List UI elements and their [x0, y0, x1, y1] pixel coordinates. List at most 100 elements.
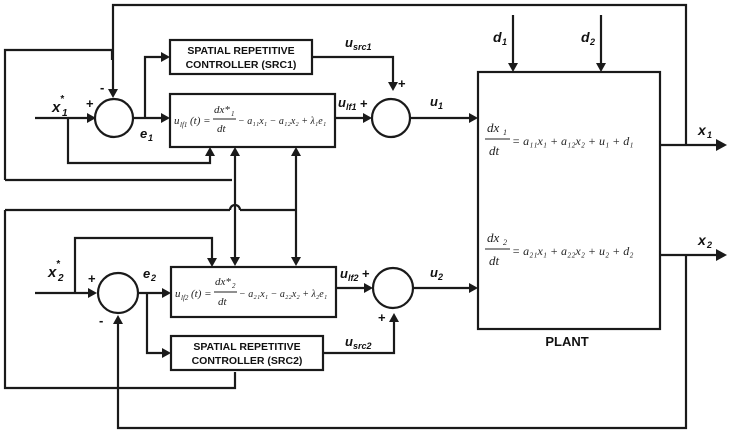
arrow-x1ref-to-ctrl1: [205, 147, 215, 156]
svg-text:1: 1: [707, 130, 712, 140]
src2-line1: SPATIAL REPETITIVE: [193, 341, 300, 353]
sum4-plus-bottom: +: [378, 310, 386, 325]
e2-to-src2-line: [145, 293, 166, 355]
svg-text:(t) =: (t) =: [190, 115, 211, 127]
svg-text:1: 1: [148, 133, 153, 143]
svg-text:*: *: [56, 259, 61, 270]
svg-text:2: 2: [150, 273, 156, 283]
e1-to-src1-line: [143, 55, 166, 118]
svg-text:2: 2: [589, 37, 595, 47]
plant-block: [476, 70, 662, 331]
arrow-ctrl1-to-sum2: [363, 113, 372, 123]
left-loop-lower: [3, 210, 237, 390]
svg-text:dx: dx: [487, 230, 500, 245]
label-e2: e 2: [143, 266, 156, 283]
arrow-ctrl2-to-sum4: [364, 283, 373, 293]
svg-text:lf1: lf1: [180, 121, 187, 129]
svg-text:u: u: [338, 95, 346, 110]
feedback-x2-bottom-loop: [116, 255, 688, 430]
arrow-e2-to-ctrl2: [162, 288, 171, 298]
ctrl2-block: [169, 265, 338, 319]
svg-text:1: 1: [231, 110, 235, 118]
svg-text:x: x: [47, 264, 57, 281]
svg-text:dt: dt: [217, 123, 227, 135]
plant-label: PLANT: [545, 334, 588, 349]
label-u-lf1: u lf1: [338, 95, 357, 112]
svg-text:u: u: [340, 266, 348, 281]
svg-text:1: 1: [62, 108, 68, 119]
label-x1-out: x 1: [697, 122, 712, 140]
sum2-junction: [370, 97, 412, 139]
label-u1: u 1: [430, 94, 443, 111]
arrow-d2-to-plant: [596, 63, 606, 72]
sum3-junction: [96, 271, 140, 315]
svg-text:dt: dt: [218, 296, 228, 308]
arrow-bus-left-down: [230, 257, 240, 266]
arrow-bus-left-up: [230, 147, 240, 156]
plant-equation-2: dx 2 dt = a₂₁x₁ + a₂₂x₂ + u₂ + d₂: [485, 230, 633, 268]
label-x2-out: x 2: [697, 232, 712, 250]
src1-line1: SPATIAL REPETITIVE: [187, 45, 294, 57]
svg-text:src2: src2: [353, 341, 372, 351]
arrow-to-sum1-top: [108, 89, 118, 98]
plant-equation-1: dx 1 dt = a₁₁x₁ + a₁₂x₂ + u₁ + d₁: [485, 120, 633, 158]
svg-text:src1: src1: [353, 42, 372, 52]
sum3-minus-sign: -: [99, 313, 103, 328]
label-u2: u 2: [430, 265, 443, 282]
svg-text:dt: dt: [489, 253, 500, 268]
svg-text:− a₂₁x₁ − a₂₂x₂ + λ₂e₁: − a₂₁x₁ − a₂₂x₂ + λ₂e₁: [239, 289, 327, 300]
sum4-plus-left: +: [362, 266, 370, 281]
src1-block: [168, 38, 314, 76]
svg-text:2: 2: [232, 282, 236, 290]
svg-text:2: 2: [706, 240, 712, 250]
svg-text:lf2: lf2: [348, 273, 359, 283]
svg-text:u: u: [430, 265, 438, 280]
svg-text:dx*: dx*: [215, 276, 231, 288]
svg-text:(t) =: (t) =: [191, 288, 212, 300]
u-src2-line: [323, 318, 396, 355]
label-u-lf2: u lf2: [340, 266, 359, 283]
src1-line2: CONTROLLER (SRC1): [186, 59, 297, 71]
arrow-u1-to-plant: [469, 113, 478, 123]
svg-text:d: d: [581, 29, 590, 45]
svg-text:dt: dt: [489, 143, 500, 158]
ctrl2-equation: u lf2 (t) = dx* 2 dt − a₂₁x₁ − a₂₂x₂ + λ…: [175, 276, 327, 308]
svg-text:1: 1: [503, 128, 507, 137]
svg-text:d: d: [493, 29, 502, 45]
sum4-junction: [371, 266, 415, 310]
label-x1-ref: x * 1: [51, 94, 68, 119]
arrow-to-sum3-left: [88, 288, 97, 298]
svg-text:= a₂₁x₁ + a₂₂x₂ + u₂ + d₂: = a₂₁x₁ + a₂₂x₂ + u₂ + d₂: [512, 244, 633, 258]
svg-text:x: x: [697, 232, 707, 248]
arrow-d1-to-plant: [508, 63, 518, 72]
u-src1-line: [312, 55, 395, 86]
svg-text:lf1: lf1: [346, 102, 357, 112]
svg-text:2: 2: [437, 272, 443, 282]
svg-text:2: 2: [57, 273, 64, 284]
sum2-plus-top: +: [398, 76, 406, 91]
ctrl1-equation: u lf1 (t) = dx* 1 dt − a₁₁x₁ − a₁₂x₂ + λ…: [174, 104, 326, 135]
arrow-src1-to-sum2: [388, 82, 398, 91]
svg-text:lf2: lf2: [181, 294, 189, 302]
sum3-plus-sign: +: [88, 271, 96, 286]
left-loop-upper: [3, 48, 114, 180]
svg-text:u: u: [345, 35, 353, 50]
arrow-x2-output: [716, 249, 727, 261]
x2-ref-branch-line: [73, 236, 214, 293]
arrow-e1-to-src1: [161, 52, 170, 62]
label-x2-ref: x * 2: [47, 259, 64, 284]
sum1-plus-sign: +: [86, 96, 94, 111]
arrow-bus-right-down: [291, 257, 301, 266]
arrow-to-sum1-left: [87, 113, 96, 123]
svg-text:= a₁₁x₁ + a₁₂x₂ + u₁ + d₁: = a₁₁x₁ + a₁₂x₂ + u₁ + d₁: [512, 134, 633, 148]
svg-text:u: u: [174, 115, 180, 127]
arrow-e1-to-ctrl1: [161, 113, 170, 123]
arrow-u2-to-plant: [469, 283, 478, 293]
sum1-minus-sign: -: [100, 80, 104, 95]
arrow-x1-output: [716, 139, 727, 151]
svg-text:u: u: [430, 94, 438, 109]
svg-text:u: u: [345, 334, 353, 349]
src2-line2: CONTROLLER (SRC2): [192, 355, 303, 367]
svg-text:dx*: dx*: [214, 104, 230, 116]
